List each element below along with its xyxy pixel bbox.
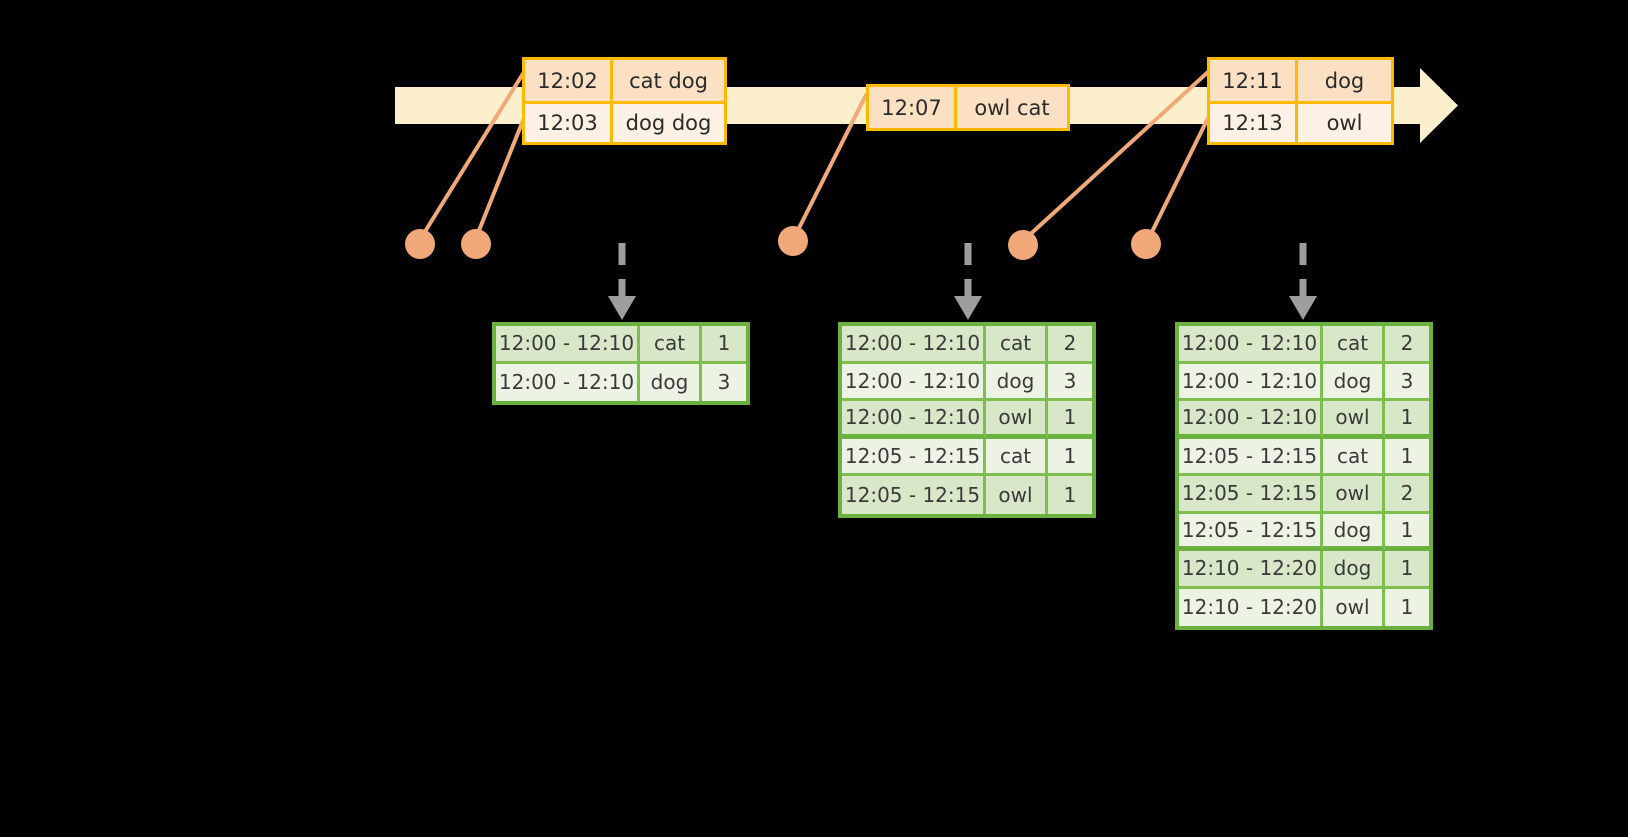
- emit-arrow-3: [1289, 243, 1317, 320]
- table-row[interactable]: 12:10 - 12:20 owl 1: [1179, 588, 1429, 626]
- window-cell: 12:10 - 12:20: [1179, 588, 1323, 626]
- connector-line-4: [1022, 70, 1210, 242]
- emit-arrow-2: [954, 243, 982, 320]
- word-cell: owl: [1323, 476, 1385, 514]
- word-cell: cat: [640, 326, 702, 364]
- word-cell: cat: [986, 438, 1048, 476]
- window-cell: 12:00 - 12:10: [842, 326, 986, 364]
- event-dot-3: [778, 226, 808, 256]
- word-cell: owl: [1323, 401, 1385, 439]
- window-cell: 12:05 - 12:15: [1179, 438, 1323, 476]
- count-cell: 2: [1048, 326, 1092, 364]
- word-cell: dog: [986, 363, 1048, 401]
- result-table-1[interactable]: 12:00 - 12:10 cat 1 12:00 - 12:10 dog 3: [492, 322, 750, 405]
- event-row[interactable]: 12:11 dog: [1210, 60, 1391, 101]
- event-connectors: [419, 70, 1210, 242]
- window-cell: 12:00 - 12:10: [842, 363, 986, 401]
- window-cell: 12:05 - 12:15: [1179, 476, 1323, 514]
- window-cell: 12:05 - 12:15: [842, 438, 986, 476]
- event-words: cat dog: [613, 60, 724, 101]
- event-time: 12:11: [1210, 60, 1298, 101]
- event-row[interactable]: 12:07 owl cat: [869, 87, 1067, 128]
- word-cell: cat: [986, 326, 1048, 364]
- word-cell: cat: [1323, 326, 1385, 364]
- table-row[interactable]: 12:00 - 12:10 cat 2: [842, 326, 1092, 364]
- table-row[interactable]: 12:00 - 12:10 dog 3: [842, 363, 1092, 401]
- count-cell: 3: [702, 363, 746, 401]
- window-cell: 12:05 - 12:15: [1179, 513, 1323, 551]
- event-time: 12:02: [525, 60, 613, 101]
- word-cell: dog: [1323, 513, 1385, 551]
- count-cell: 1: [702, 326, 746, 364]
- table-row[interactable]: 12:10 - 12:20 dog 1: [1179, 551, 1429, 589]
- count-cell: 1: [1048, 438, 1092, 476]
- event-dots: [405, 226, 1161, 260]
- connector-line-2: [474, 116, 526, 240]
- window-cell: 12:00 - 12:10: [842, 401, 986, 439]
- event-words: dog dog: [613, 104, 724, 142]
- event-time: 12:07: [869, 87, 957, 128]
- window-cell: 12:10 - 12:20: [1179, 551, 1323, 589]
- event-time: 12:03: [525, 104, 613, 142]
- window-cell: 12:00 - 12:10: [1179, 326, 1323, 364]
- word-cell: dog: [1323, 551, 1385, 589]
- event-row[interactable]: 12:02 cat dog: [525, 60, 724, 101]
- count-cell: 1: [1385, 551, 1429, 589]
- window-cell: 12:00 - 12:10: [496, 363, 640, 401]
- table-row[interactable]: 12:05 - 12:15 dog 1: [1179, 513, 1429, 551]
- count-cell: 1: [1048, 476, 1092, 514]
- event-dot-4: [1008, 230, 1038, 260]
- table-row[interactable]: 12:05 - 12:15 owl 1: [842, 476, 1092, 514]
- count-cell: 3: [1385, 363, 1429, 401]
- table-row[interactable]: 12:00 - 12:10 owl 1: [842, 401, 1092, 439]
- word-cell: dog: [1323, 363, 1385, 401]
- window-cell: 12:05 - 12:15: [842, 476, 986, 514]
- table-row[interactable]: 12:00 - 12:10 owl 1: [1179, 401, 1429, 439]
- window-cell: 12:00 - 12:10: [1179, 401, 1323, 439]
- window-cell: 12:00 - 12:10: [1179, 363, 1323, 401]
- word-cell: owl: [986, 476, 1048, 514]
- window-cell: 12:00 - 12:10: [496, 326, 640, 364]
- count-cell: 2: [1385, 476, 1429, 514]
- count-cell: 1: [1048, 401, 1092, 439]
- event-words: owl: [1298, 104, 1391, 142]
- event-dot-1: [405, 229, 435, 259]
- connector-line-5: [1147, 116, 1210, 240]
- table-row[interactable]: 12:00 - 12:10 dog 3: [496, 363, 746, 401]
- word-cell: dog: [640, 363, 702, 401]
- event-row[interactable]: 12:13 owl: [1210, 101, 1391, 142]
- count-cell: 3: [1048, 363, 1092, 401]
- event-row[interactable]: 12:03 dog dog: [525, 101, 724, 142]
- count-cell: 1: [1385, 588, 1429, 626]
- table-row[interactable]: 12:05 - 12:15 owl 2: [1179, 476, 1429, 514]
- table-row[interactable]: 12:00 - 12:10 dog 3: [1179, 363, 1429, 401]
- connector-line-1: [419, 70, 526, 240]
- word-cell: owl: [986, 401, 1048, 439]
- table-row[interactable]: 12:00 - 12:10 cat 2: [1179, 326, 1429, 364]
- event-box-1[interactable]: 12:02 cat dog 12:03 dog dog: [522, 57, 727, 145]
- event-words: owl cat: [957, 87, 1067, 128]
- event-dot-2: [461, 229, 491, 259]
- count-cell: 1: [1385, 513, 1429, 551]
- word-cell: owl: [1323, 588, 1385, 626]
- count-cell: 1: [1385, 401, 1429, 439]
- event-words: dog: [1298, 60, 1391, 101]
- count-cell: 2: [1385, 326, 1429, 364]
- emit-arrow-1: [608, 243, 636, 320]
- count-cell: 1: [1385, 438, 1429, 476]
- word-cell: cat: [1323, 438, 1385, 476]
- table-row[interactable]: 12:00 - 12:10 cat 1: [496, 326, 746, 364]
- event-time: 12:13: [1210, 104, 1298, 142]
- result-table-2[interactable]: 12:00 - 12:10 cat 2 12:00 - 12:10 dog 3 …: [838, 322, 1096, 518]
- table-row[interactable]: 12:05 - 12:15 cat 1: [842, 438, 1092, 476]
- result-table-3[interactable]: 12:00 - 12:10 cat 2 12:00 - 12:10 dog 3 …: [1175, 322, 1433, 630]
- event-dot-5: [1131, 229, 1161, 259]
- connector-line-3: [792, 93, 868, 240]
- event-box-3[interactable]: 12:11 dog 12:13 owl: [1207, 57, 1394, 145]
- table-row[interactable]: 12:05 - 12:15 cat 1: [1179, 438, 1429, 476]
- event-box-2[interactable]: 12:07 owl cat: [866, 84, 1070, 131]
- emit-arrows: [608, 243, 1317, 320]
